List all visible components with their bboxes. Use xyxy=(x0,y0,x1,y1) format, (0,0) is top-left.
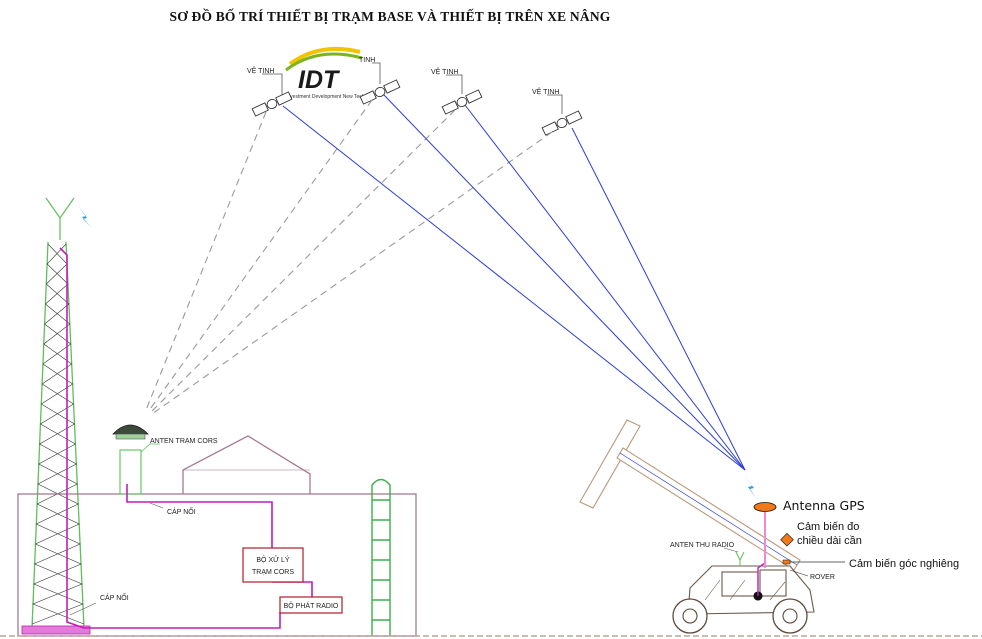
tower-lattice-brace xyxy=(32,243,84,625)
satellite-1-icon xyxy=(251,91,293,117)
angle-sensor-icon xyxy=(782,559,791,565)
satellite-3-label: VỆ TINH xyxy=(431,67,459,76)
logo-text: IDT xyxy=(298,66,341,94)
satellite-2: TINH xyxy=(359,57,401,105)
logo-swoosh-green xyxy=(285,52,363,72)
processor-label-line1: BỘ XỬ LÝ xyxy=(256,555,290,564)
idt-logo: IDT Investment Development New Tech xyxy=(285,46,365,100)
satellite-4-label: VỆ TINH xyxy=(532,87,560,96)
length-sensor-icon xyxy=(780,532,794,547)
satellite-2-icon xyxy=(359,79,401,105)
logo-swoosh-yellow xyxy=(288,46,361,66)
satellite-3: VỆ TINH xyxy=(431,67,483,115)
radio-transmitter-label: BỘ PHÁT RADIO xyxy=(284,601,339,610)
gps-lightning-icon xyxy=(744,476,757,500)
gps-antenna-icon xyxy=(753,502,777,512)
satellite-2-label: TINH xyxy=(359,57,375,64)
satellite-1-label: VỆ TINH xyxy=(247,66,275,75)
rover-label: ROVER xyxy=(810,574,835,581)
length-sensor-label-line2: chiều dài cần xyxy=(797,535,862,547)
radio-transmitter-box: BỘ PHÁT RADIO xyxy=(279,596,343,614)
diagram-title: SƠ ĐỒ BỐ TRÍ THIẾT BỊ TRẠM BASE VÀ THIẾT… xyxy=(169,9,611,24)
cors-antenna-label: ANTEN TRẠM CORS xyxy=(150,438,218,445)
length-sensor-label-line1: Cảm biến đo xyxy=(797,521,859,533)
cable-label-2: CÁP NỐI xyxy=(100,592,129,602)
base-signal-lines xyxy=(145,99,553,415)
radio-tower xyxy=(21,197,92,635)
cors-antenna-dome-icon xyxy=(112,424,149,435)
tower-lightning-icon xyxy=(78,206,92,228)
satellite-4-icon xyxy=(541,110,583,136)
ladder xyxy=(371,478,391,636)
cors-processor-box: BỘ XỬ LÝ TRẠM CORS xyxy=(242,547,304,583)
logo-subtitle: Investment Development New Tech xyxy=(286,94,365,100)
tower-lattice-brace xyxy=(32,243,84,625)
cable-label-1: CÁP NỐI xyxy=(167,506,196,516)
satellite-3-icon xyxy=(441,89,483,115)
crane-vehicle xyxy=(579,419,815,634)
radio-antenna-label: ANTEN THU RADIO xyxy=(670,542,735,549)
gps-antenna-label: Antenna GPS xyxy=(783,498,865,513)
base-antenna: ANTEN TRẠM CORS xyxy=(112,424,218,495)
satellite-4: VỆ TINH xyxy=(532,87,583,136)
angle-sensor-label: Cảm biến góc nghiêng xyxy=(849,558,959,570)
satellite-1: VỆ TINH xyxy=(247,66,293,117)
rover-signal-lines xyxy=(282,94,746,471)
processor-label-line2: TRẠM CORS xyxy=(252,569,294,576)
